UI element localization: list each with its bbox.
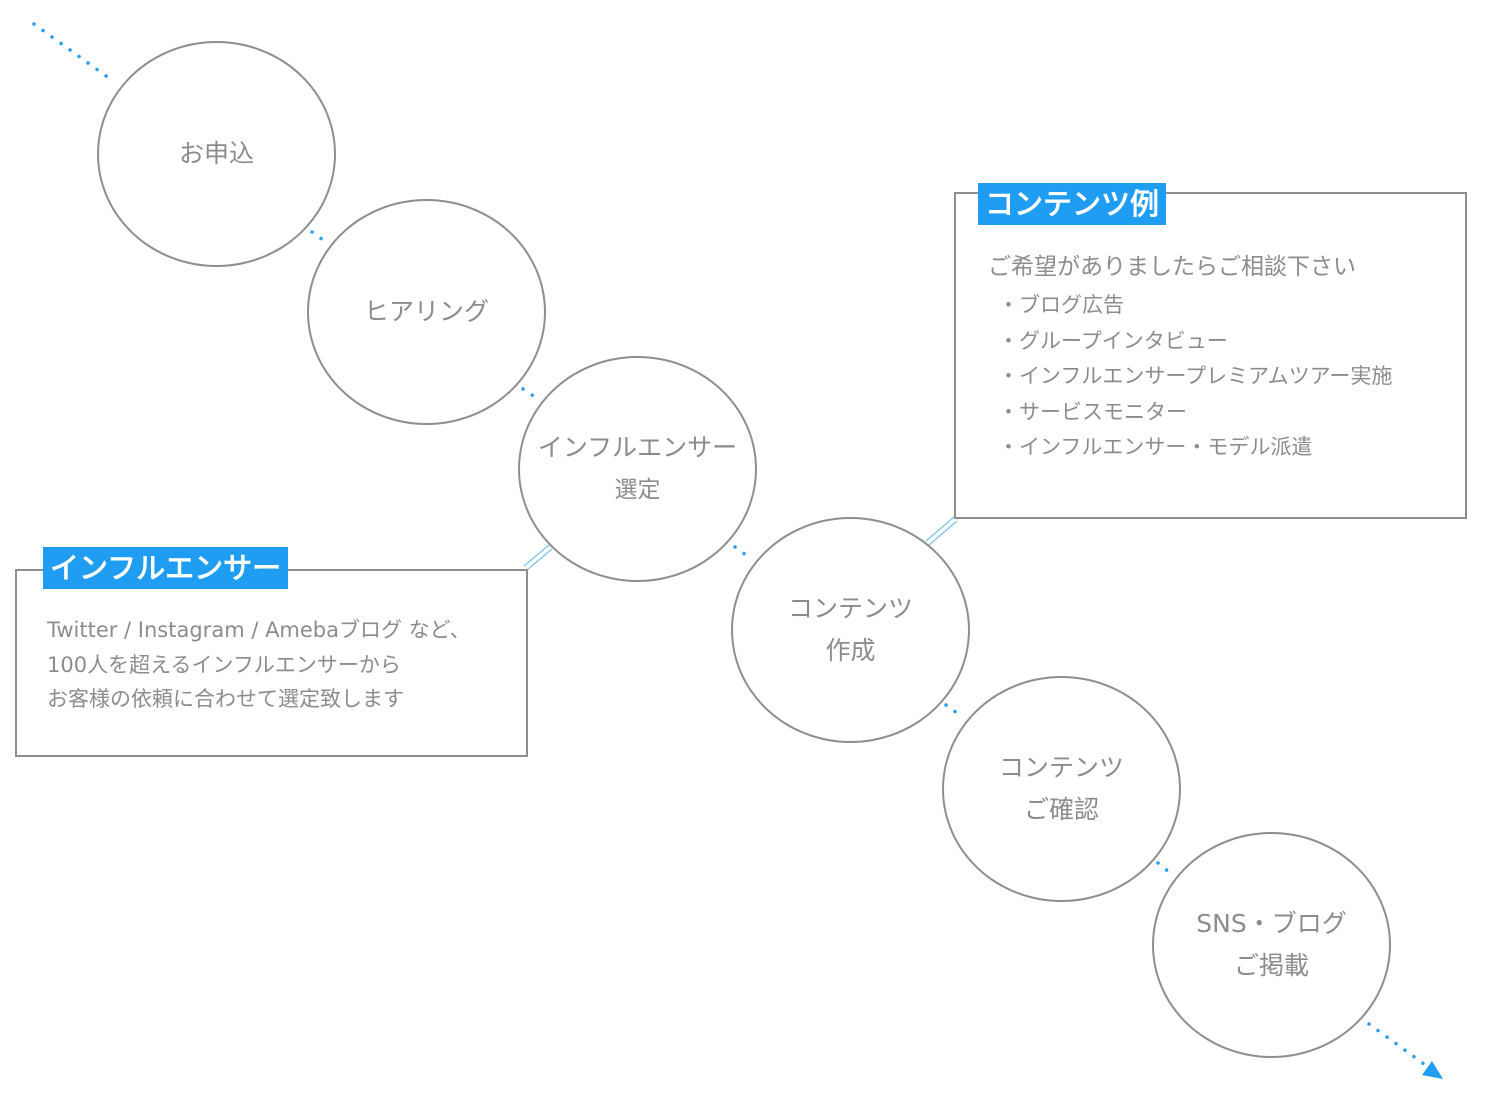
step-sublabel: 作成 (825, 636, 876, 665)
connector-1-2 (310, 230, 325, 242)
connector-4-5 (944, 703, 959, 715)
entry-dotted-line (32, 22, 115, 83)
contents-box-title: コンテンツ例 (978, 183, 1167, 225)
step-sublabel: ご掲載 (1233, 951, 1309, 980)
step-hearing: ヒアリング (307, 199, 546, 425)
contents-box-intro: ご希望がありましたらご相談下さい (988, 254, 1356, 280)
step-label: インフルエンサー (537, 433, 738, 462)
connector-2-3 (521, 387, 537, 399)
connector-3-4 (733, 545, 748, 557)
contents-list-item: ・ブログ広告 (998, 293, 1124, 317)
step-label: コンテンツ (998, 753, 1124, 782)
step-label: コンテンツ (787, 594, 913, 623)
exit-dotted-line (1367, 1022, 1426, 1066)
contents-info-box: コンテンツ例 ご希望がありましたらご相談下さい ・ブログ広告 ・グループインタビ… (954, 183, 1467, 519)
step-influencer-selection: インフルエンサー 選定 (518, 356, 757, 582)
influencer-info-box: インフルエンサー Twitter / Instagram / Amebaブログ … (15, 547, 528, 757)
exit-arrowhead (1422, 1061, 1443, 1079)
step-label: ヒアリング (363, 297, 489, 326)
step-content-confirmation: コンテンツ ご確認 (942, 676, 1181, 902)
contents-box-body: ご希望がありましたらご相談下さい ・ブログ広告 ・グループインタビュー ・インフ… (988, 246, 1392, 466)
contents-list-item: ・サービスモニター (998, 399, 1187, 424)
connector-5-6 (1156, 861, 1171, 874)
contents-callout-line (925, 516, 958, 546)
step-label: SNS・ブログ (1196, 909, 1347, 938)
step-sublabel: 選定 (614, 477, 661, 503)
influencer-box-line: お客様の依頼に合わせて選定致します (47, 687, 404, 711)
step-content-creation: コンテンツ 作成 (731, 517, 970, 743)
influencer-box-line: 100人を超えるインフルエンサーから (47, 652, 401, 677)
step-application: お申込 (97, 41, 336, 267)
step-sublabel: ご確認 (1023, 795, 1099, 824)
contents-list-item: ・インフルエンサープレミアムツアー実施 (998, 364, 1393, 388)
influencer-box-title: インフルエンサー (43, 547, 289, 589)
influencer-callout-line (523, 544, 553, 571)
influencer-box-body: Twitter / Instagram / Amebaブログ など、 100人を… (47, 613, 471, 717)
influencer-box-line: Twitter / Instagram / Amebaブログ など、 (47, 618, 471, 642)
contents-list-item: ・インフルエンサー・モデル派遣 (998, 435, 1313, 459)
step-publishing: SNS・ブログ ご掲載 (1152, 832, 1391, 1058)
contents-list-item: ・グループインタビュー (998, 328, 1228, 353)
step-label: お申込 (178, 139, 254, 168)
